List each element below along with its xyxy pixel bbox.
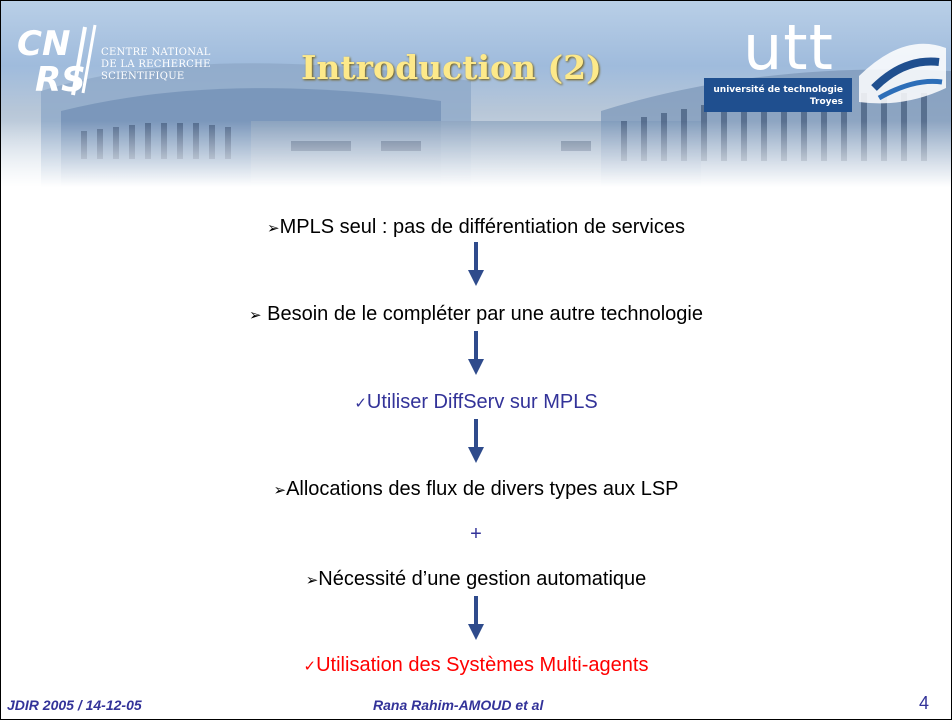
arrow-bullet-icon: ➢ [273, 482, 287, 499]
bullet-allocations: ➢Allocations des flux de divers types au… [273, 478, 679, 500]
down-arrow-icon [468, 242, 484, 286]
svg-text:CN: CN [17, 24, 70, 64]
down-arrow-icon [468, 596, 484, 640]
arrow-bullet-icon: ➢ [305, 572, 319, 589]
bullet-gestion: ➢Nécessité d’une gestion automatique [305, 568, 647, 590]
footer-conference: JDIR 2005 / 14-12-05 [7, 697, 142, 713]
utt-city: Troyes [809, 97, 843, 107]
check-diffserv: ✓Utiliser DiffServ sur MPLS [354, 391, 598, 413]
cnrs-logo: CN RS [17, 24, 97, 99]
arrow-bullet-icon: ➢ [249, 307, 262, 324]
slide-title: Introduction (2) [301, 48, 602, 87]
plus-sign: + [470, 523, 482, 545]
check-icon: ✓ [354, 395, 367, 412]
down-arrow-icon [468, 419, 484, 463]
utt-logo [704, 43, 946, 112]
check-icon: ✓ [303, 658, 317, 675]
check-multiagents: ✓Utilisation des Systèmes Multi-agents [303, 654, 649, 676]
bullet-mpls: ➢MPLS seul : pas de différentiation de s… [267, 216, 685, 238]
utt-wordmark: utt [743, 11, 834, 84]
page-number: 4 [919, 693, 930, 713]
bullet-besoin: ➢ Besoin de le compléter par une autre t… [249, 303, 703, 325]
footer-author: Rana Rahim-AMOUD et al [373, 697, 544, 713]
cnrs-name: CENTRE NATIONAL DE LA RECHERCHE SCIENTIF… [101, 47, 211, 82]
down-arrow-icon [468, 331, 484, 375]
arrow-bullet-icon: ➢ [267, 220, 280, 237]
utt-subtitle: université de technologie [713, 85, 843, 95]
